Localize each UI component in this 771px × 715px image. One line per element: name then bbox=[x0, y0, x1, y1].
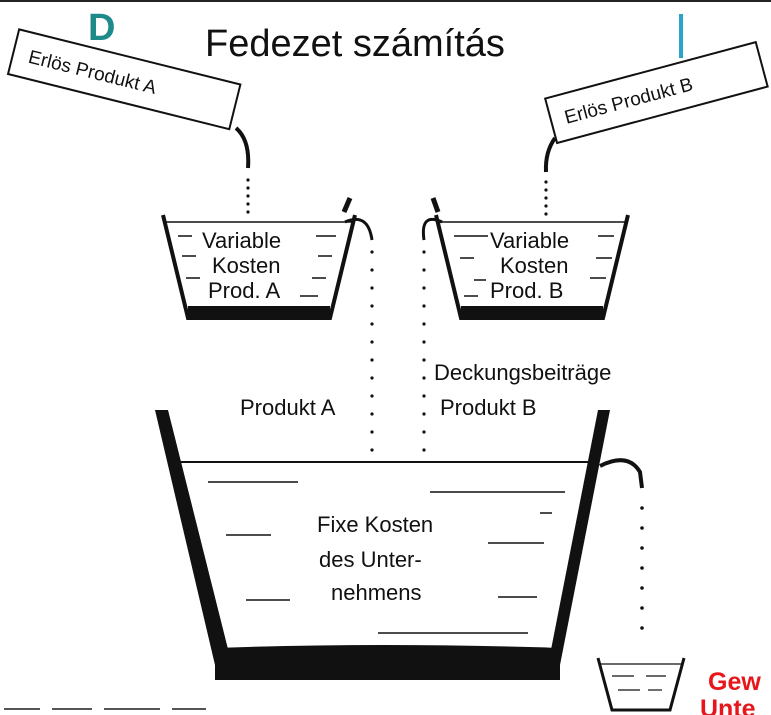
profit-label-line-1: Gew bbox=[708, 668, 761, 696]
title-fragment: D bbox=[88, 7, 115, 49]
product-b-label: Produkt B bbox=[440, 395, 537, 420]
vessel-b-line-2: Kosten bbox=[500, 253, 569, 278]
fixed-costs-line-2: des Unter- bbox=[319, 547, 422, 572]
profit-label-line-2: Unte bbox=[700, 695, 756, 715]
fixed-costs-vessel: Fixe Kosten des Unter- nehmens bbox=[155, 410, 610, 680]
vessel-a-line-2: Kosten bbox=[212, 253, 281, 278]
overflow-pipe-a bbox=[344, 217, 374, 241]
vessel-b: Variable Kosten Prod. B bbox=[430, 197, 630, 320]
title-accent-bar bbox=[679, 14, 683, 58]
vessel-a-line-1: Variable bbox=[202, 228, 281, 253]
pour-spout-b bbox=[543, 136, 557, 173]
overflow-pipe-profit bbox=[599, 458, 644, 489]
contribution-stream-b bbox=[422, 250, 426, 452]
contribution-margins-label: Deckungsbeiträge bbox=[434, 360, 611, 385]
profit-bucket bbox=[596, 657, 686, 712]
profit-stream bbox=[640, 506, 644, 630]
vessel-a-line-3: Prod. A bbox=[208, 278, 280, 303]
fixed-costs-line-3: nehmens bbox=[331, 580, 422, 605]
vessel-b-line-3: Prod. B bbox=[490, 278, 563, 303]
page-title: Fedezet számítás bbox=[205, 23, 505, 65]
revenue-stream-a bbox=[246, 178, 250, 214]
fixed-costs-line-1: Fixe Kosten bbox=[317, 512, 433, 537]
revenue-stream-b bbox=[544, 180, 548, 216]
revenue-sign-b: Erlös Produkt B bbox=[543, 40, 769, 145]
contribution-stream-a bbox=[370, 250, 374, 452]
product-a-label: Produkt A bbox=[240, 395, 336, 420]
vessel-b-line-1: Variable bbox=[490, 228, 569, 253]
pour-spout-a bbox=[234, 126, 251, 169]
vessel-a: Variable Kosten Prod. A bbox=[161, 197, 357, 320]
overflow-pipe-b bbox=[421, 217, 443, 241]
